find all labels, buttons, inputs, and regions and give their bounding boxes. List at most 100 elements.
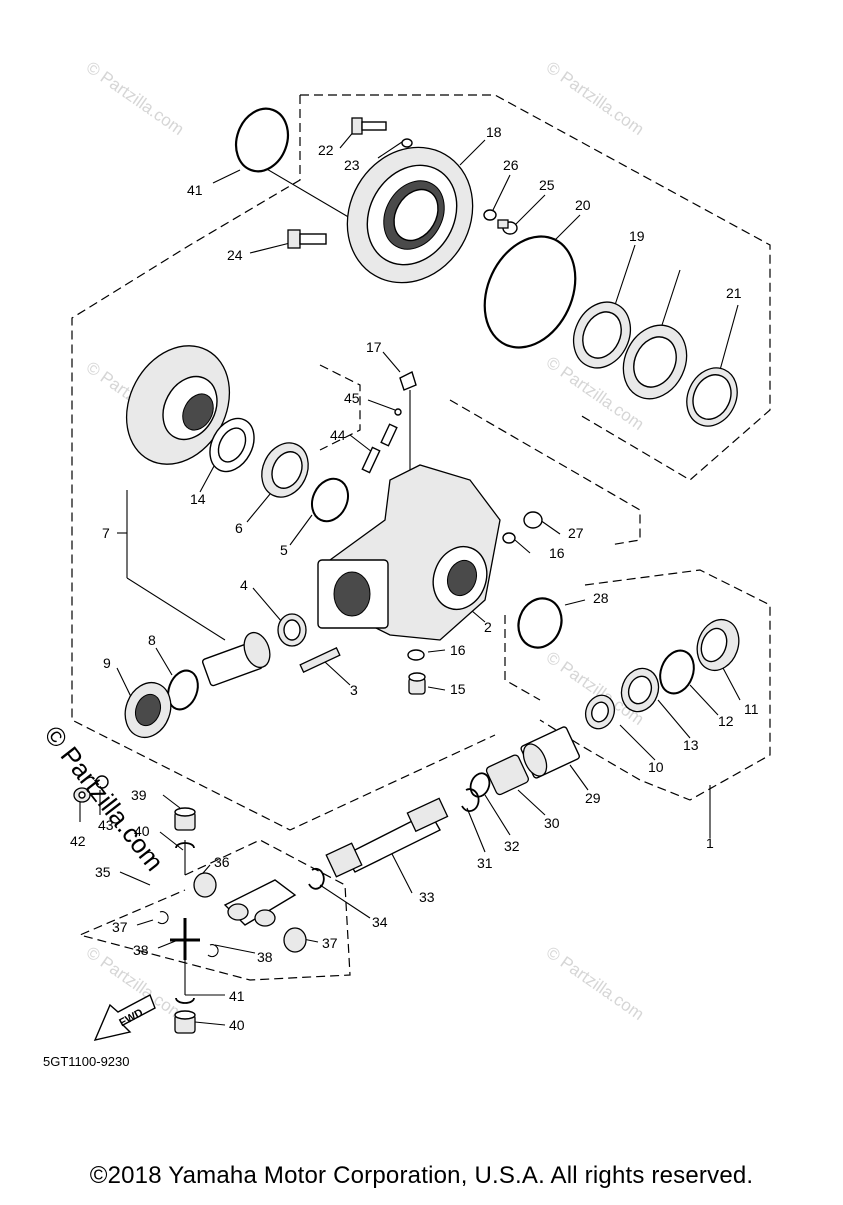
circlip-41b (175, 997, 195, 1004)
watermark-text: © Partzilla.com (543, 943, 648, 1024)
callout-20: 20 (575, 197, 591, 213)
assembly-boundaries (71, 94, 771, 981)
fwd-arrow-icon: FWD (93, 994, 156, 1041)
needle-bearing-6 (261, 442, 309, 498)
callout-41: 41 (229, 988, 245, 1004)
callout-23: 23 (344, 157, 360, 173)
watermark-text: © Partzilla.com (83, 58, 188, 139)
callout-37: 37 (322, 935, 338, 951)
plug-28 (523, 511, 543, 529)
spider-39 (170, 918, 200, 960)
callout-16: 16 (549, 545, 565, 561)
callout-10: 10 (648, 759, 664, 775)
watermark-text: © Partzilla.com (543, 58, 648, 139)
bearing-cup-37a (193, 872, 217, 898)
o-ring-42 (234, 107, 290, 173)
callout-37: 37 (112, 919, 128, 935)
callout-13: 13 (683, 737, 699, 753)
drive-pinion (201, 631, 271, 687)
callout-40: 40 (229, 1017, 245, 1033)
washer-16b (407, 649, 425, 661)
coupling-11 (696, 618, 740, 672)
callout-22: 22 (318, 142, 334, 158)
o-ring-21 (483, 235, 577, 349)
callout-15: 15 (450, 681, 466, 697)
bushing-10 (584, 694, 616, 730)
thrust-washer-14 (209, 417, 255, 473)
copyright-notice: ©2018 Yamaha Motor Corporation, U.S.A. A… (89, 1162, 754, 1189)
spring-31 (485, 754, 529, 796)
callout-27: 27 (568, 525, 584, 541)
callout-26: 26 (503, 157, 519, 173)
o-ring-8 (167, 669, 199, 711)
pin-45 (361, 446, 381, 474)
callout-38: 38 (257, 949, 273, 965)
bearing-cup-40a (174, 807, 196, 831)
callout-18: 18 (486, 124, 502, 140)
clip-46 (394, 408, 402, 416)
parts: FWD (73, 107, 740, 1041)
callout-16: 16 (450, 642, 466, 658)
callout-28: 28 (593, 590, 609, 606)
callout-9: 9 (103, 655, 111, 671)
callout-45: 45 (344, 390, 360, 406)
callout-12: 12 (718, 713, 734, 729)
circlip-38a (157, 911, 169, 925)
bearing-housing-18 (346, 146, 474, 284)
callout-4: 4 (240, 577, 248, 593)
collar-30 (520, 726, 580, 779)
callout-3: 3 (350, 682, 358, 698)
washer-27 (483, 209, 497, 221)
callout-1: 1 (706, 835, 714, 851)
callout-40: 40 (134, 823, 150, 839)
o-ring-12 (659, 649, 695, 695)
circlip-38b (207, 944, 219, 958)
plug-15 (408, 672, 426, 695)
callout-14: 14 (190, 491, 206, 507)
callout-35: 35 (95, 864, 111, 880)
bearing-4 (277, 613, 307, 647)
callout-38: 38 (133, 942, 149, 958)
circlip-41a (175, 842, 195, 849)
callout-24: 24 (227, 247, 243, 263)
nut-43 (73, 787, 91, 803)
washer-44 (95, 775, 109, 789)
callout-29: 29 (585, 790, 601, 806)
callout-7: 7 (102, 525, 110, 541)
drawing-code: 5GT1100-9230 (43, 1054, 130, 1069)
circlip-35 (308, 867, 325, 890)
callout-5: 5 (280, 542, 288, 558)
shim-5 (311, 477, 349, 523)
bearing-20 (622, 324, 688, 400)
callout-34: 34 (372, 914, 388, 930)
callout-25: 25 (539, 177, 555, 193)
washer-24 (401, 138, 413, 148)
washer-16a (502, 532, 516, 544)
bolt-25 (287, 229, 327, 249)
callout-17: 17 (366, 339, 382, 355)
callout-36: 36 (214, 854, 230, 870)
callout-31: 31 (477, 855, 493, 871)
circlip-32 (461, 788, 480, 812)
callout-numbers: 1234567891011121314151616171819202122232… (70, 124, 759, 1033)
callout-32: 32 (504, 838, 520, 854)
bearing-9 (124, 681, 172, 739)
callout-42: 42 (70, 833, 86, 849)
yoke-36 (223, 879, 297, 927)
bearing-cup-37b (283, 927, 307, 953)
drive-shaft-34 (325, 797, 449, 878)
pin-45b (380, 423, 398, 447)
callout-21: 21 (726, 285, 742, 301)
callout-6: 6 (235, 520, 243, 536)
callout-43: 43 (98, 817, 114, 833)
callout-11: 11 (744, 701, 759, 717)
callout-44: 44 (330, 427, 346, 443)
o-ring-29 (517, 597, 563, 649)
callout-41: 41 (187, 182, 203, 198)
callout-2: 2 (484, 619, 492, 635)
bolt-26 (497, 219, 518, 235)
gear-housing-2 (317, 464, 501, 641)
oil-seal-19 (572, 301, 632, 369)
